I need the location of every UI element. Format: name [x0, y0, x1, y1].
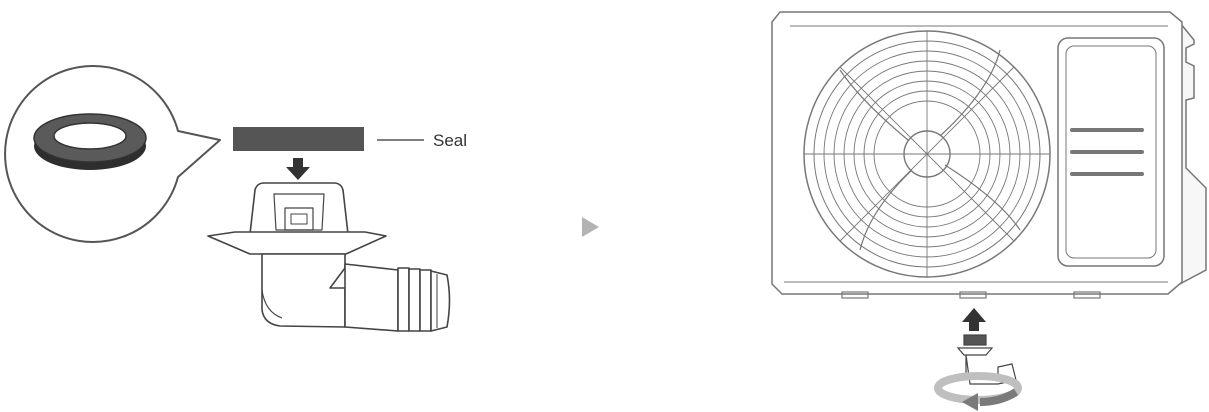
seal-ring-illustration	[34, 114, 146, 170]
seal-bar	[233, 127, 364, 151]
drain-elbow-illustration	[208, 183, 450, 331]
seal-callout	[5, 66, 220, 242]
seal-label: Seal	[433, 131, 467, 150]
arrow-up-icon	[962, 308, 986, 331]
fan-grille	[804, 31, 1050, 277]
arrow-down-icon	[286, 158, 310, 180]
triangle-right-icon	[582, 217, 599, 237]
outdoor-unit-illustration	[772, 12, 1206, 298]
